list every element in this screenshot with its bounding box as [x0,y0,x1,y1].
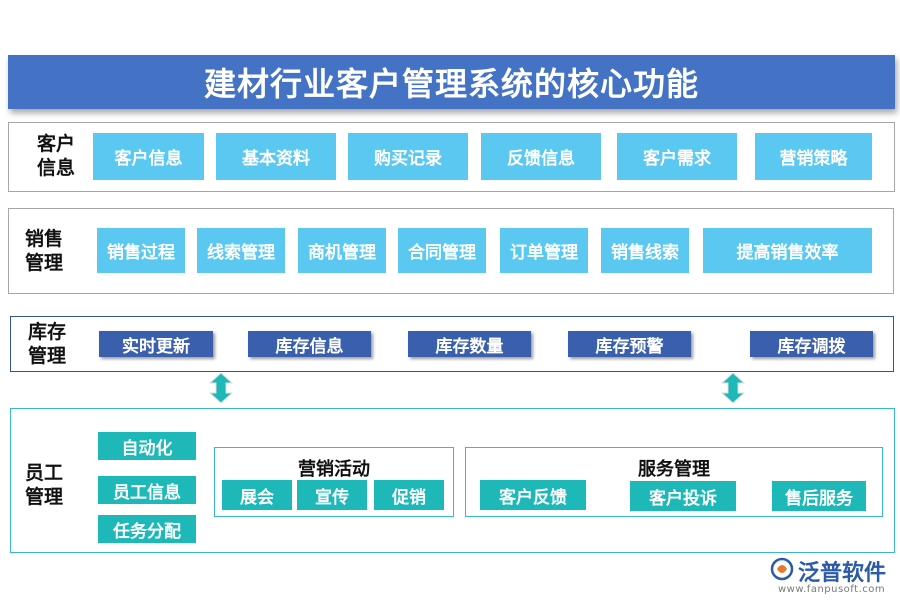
sales-item: 提高销售效率 [703,228,872,273]
marketing-title: 营销活动 [298,459,370,480]
service-item: 客户投诉 [630,481,736,511]
double-arrow-icon [209,372,233,404]
customer-item: 基本资料 [216,133,336,180]
customer-item: 反馈信息 [481,133,601,180]
sales-item: 线索管理 [197,228,285,273]
customer-info-label: 客户 信息 [36,133,75,179]
fanpu-logo: 泛普软件 www.fanpusoft.com [770,553,895,598]
customer-item: 营销策略 [755,133,872,180]
employee-label: 员工 管理 [24,462,63,508]
double-arrow-icon [721,372,745,404]
sales-item: 订单管理 [500,228,588,273]
fanpu-logo-icon [770,557,794,581]
marketing-item: 展会 [222,480,292,510]
customer-item: 客户信息 [93,133,204,180]
employee-item: 任务分配 [98,515,196,543]
sales-item: 商机管理 [298,228,386,273]
inventory-item: 库存信息 [248,331,371,357]
inventory-item: 库存调拨 [750,331,873,357]
employee-item: 员工信息 [98,476,196,504]
logo-name: 泛普软件 [798,561,887,586]
inventory-item: 实时更新 [99,331,213,357]
sales-item: 销售线索 [601,228,689,273]
inventory-label: 库存 管理 [27,321,66,367]
marketing-item: 宣传 [297,480,367,510]
customer-item: 购买记录 [348,133,468,180]
sales-item: 销售过程 [97,228,185,273]
logo-url: www.fanpusoft.com [778,584,886,595]
inventory-item: 库存预警 [568,331,691,357]
customer-item: 客户需求 [617,133,737,180]
employee-item: 自动化 [98,432,196,460]
sales-item: 合同管理 [398,228,486,273]
service-item: 售后服务 [772,481,866,511]
service-item: 客户反馈 [480,480,586,510]
inventory-item: 库存数量 [408,331,531,357]
page-title: 建材行业客户管理系统的核心功能 [8,55,895,109]
sales-label: 销售 管理 [24,228,63,274]
service-title: 服务管理 [638,459,710,480]
marketing-item: 促销 [374,480,444,510]
